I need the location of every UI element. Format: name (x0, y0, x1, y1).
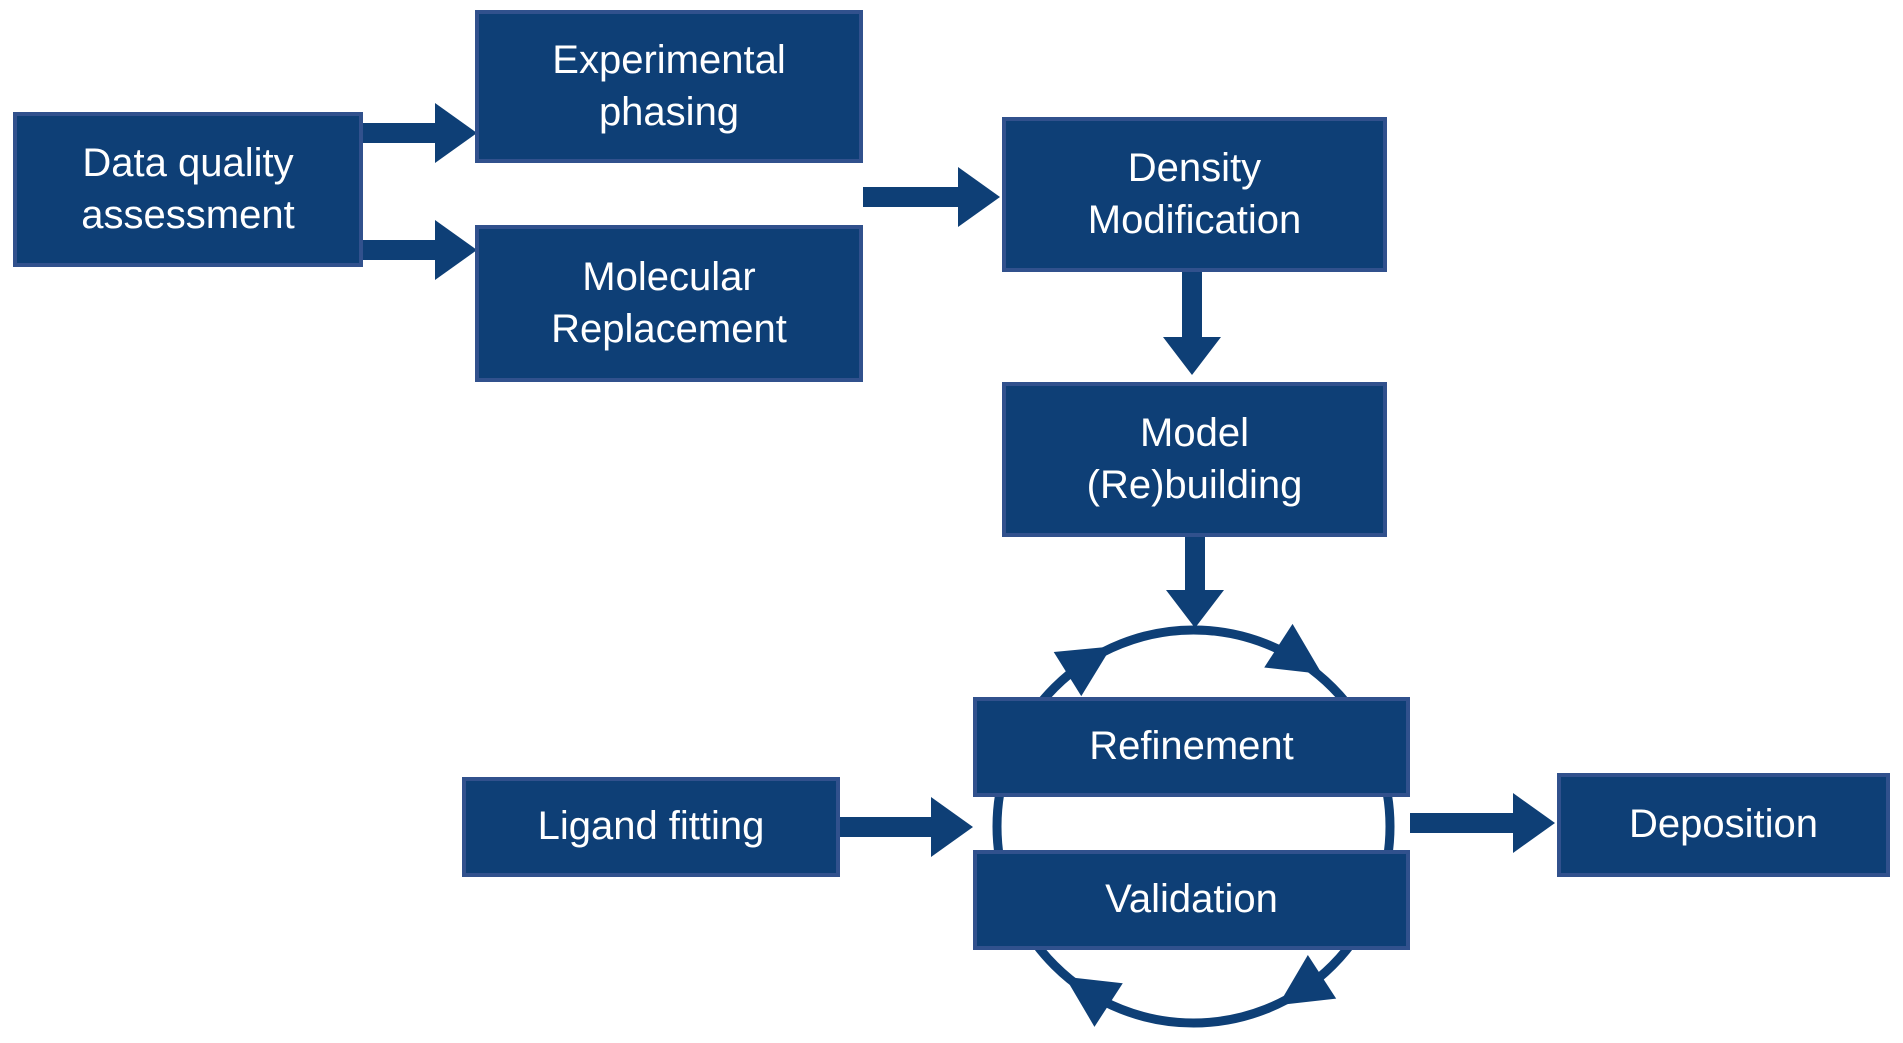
node-molecular-replacement: Molecular Replacement (475, 225, 863, 382)
cycle-arrowhead-bottom-left (1065, 976, 1123, 1027)
node-ligand-fitting: Ligand fitting (462, 777, 840, 877)
arrow-ligandfitting-to-cycle (840, 797, 973, 857)
cycle-arrowhead-top-right (1264, 623, 1322, 674)
node-deposition: Deposition (1557, 773, 1890, 877)
node-refinement: Refinement (973, 697, 1410, 797)
arrow-dataquality-to-molecularreplacement (363, 220, 477, 280)
arrow-dataquality-to-experimentalphasing (363, 103, 477, 163)
node-validation: Validation (973, 850, 1410, 950)
arrow-phasing-to-densitymodification (863, 167, 1000, 227)
cycle-arrowhead-bottom-right (1278, 954, 1337, 1006)
arrow-modelrebuilding-to-cycle (1166, 537, 1224, 628)
node-density-modification: Density Modification (1002, 117, 1387, 272)
node-data-quality-assessment: Data quality assessment (13, 112, 363, 267)
arrow-densitymodification-to-modelrebuilding (1163, 272, 1221, 375)
node-experimental-phasing: Experimental phasing (475, 10, 863, 163)
cycle-arrowhead-top-left (1053, 646, 1112, 697)
node-model-rebuilding: Model (Re)building (1002, 382, 1387, 537)
arrow-cycle-to-deposition (1410, 793, 1555, 853)
refinement-validation-cycle-ring (992, 625, 1395, 1028)
